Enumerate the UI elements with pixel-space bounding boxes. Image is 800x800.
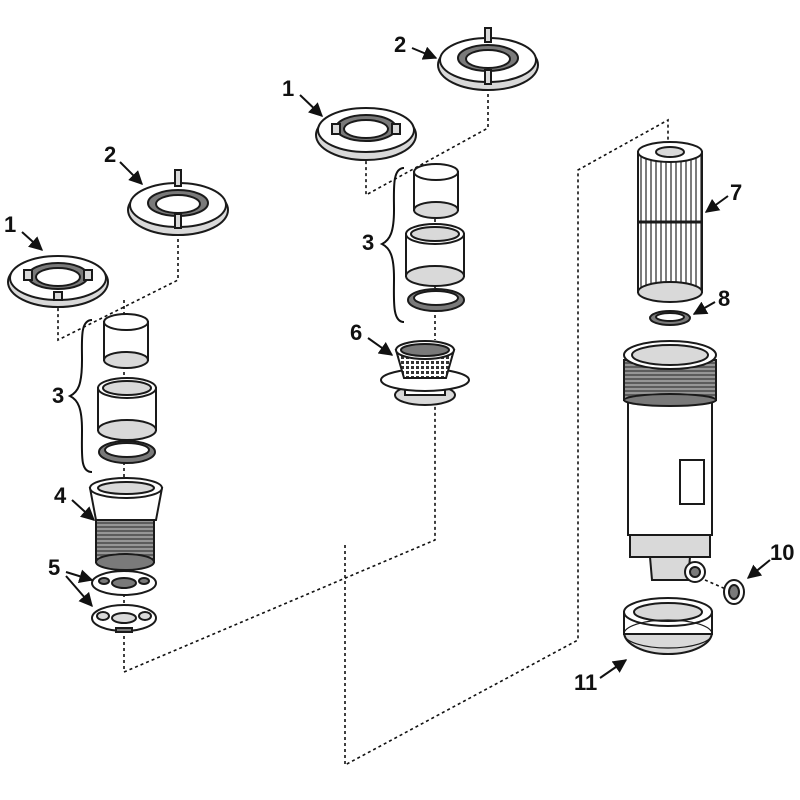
callout-labels: 1 2 3 4 5 1 2 3 6 7 8 10 11 (4, 32, 794, 695)
part-8-o-ring (649, 310, 691, 326)
arrow-8 (692, 301, 716, 315)
callout-arrows (21, 46, 771, 679)
arrow-5a (65, 569, 94, 583)
callout-3-mid: 3 (362, 230, 374, 255)
part-1-left-faceplate (7, 255, 109, 308)
arrow-11 (599, 659, 628, 679)
callout-6: 6 (350, 320, 362, 345)
part-6-basket (380, 340, 470, 406)
callout-2-mid: 2 (394, 32, 406, 57)
arrow-7 (704, 195, 729, 213)
callout-4: 4 (54, 483, 67, 508)
arrow-2-left (119, 161, 143, 185)
callout-11: 11 (574, 670, 597, 695)
part-3-left-sleeves (97, 313, 157, 464)
guide-left-rings (57, 215, 179, 342)
part-7-filter-cartridge (637, 141, 703, 303)
part-4-threaded-fitting (88, 477, 164, 571)
guide-mid-rings (365, 70, 489, 197)
part-5-gaskets (91, 570, 157, 633)
callout-8: 8 (718, 286, 730, 311)
callout-7: 7 (730, 180, 742, 205)
part-11-lock-ring (623, 597, 713, 655)
part-3-mid-sleeves (405, 163, 465, 312)
arrow-2-mid (411, 46, 438, 60)
arrow-6 (367, 337, 394, 356)
part-2-mid-ring (437, 27, 539, 91)
part-2-left-ring (127, 169, 229, 236)
callout-2-left: 2 (104, 142, 116, 167)
callout-1-left: 1 (4, 212, 16, 237)
brace-3-mid (379, 167, 405, 323)
arrow-5b (65, 575, 93, 608)
arrow-1-mid (299, 94, 324, 117)
arrow-4 (71, 499, 96, 521)
callout-10: 10 (770, 540, 794, 565)
callout-5: 5 (48, 555, 60, 580)
callout-3-left: 3 (52, 383, 64, 408)
arrow-10 (746, 559, 771, 579)
filter-housing (623, 340, 717, 583)
guide-left-stack (123, 300, 436, 674)
callout-1-mid: 1 (282, 76, 294, 101)
arrow-1-left (21, 231, 44, 251)
brace-3-left (67, 319, 93, 473)
part-10-nut (723, 579, 745, 605)
part-1-mid-faceplate (315, 107, 417, 161)
